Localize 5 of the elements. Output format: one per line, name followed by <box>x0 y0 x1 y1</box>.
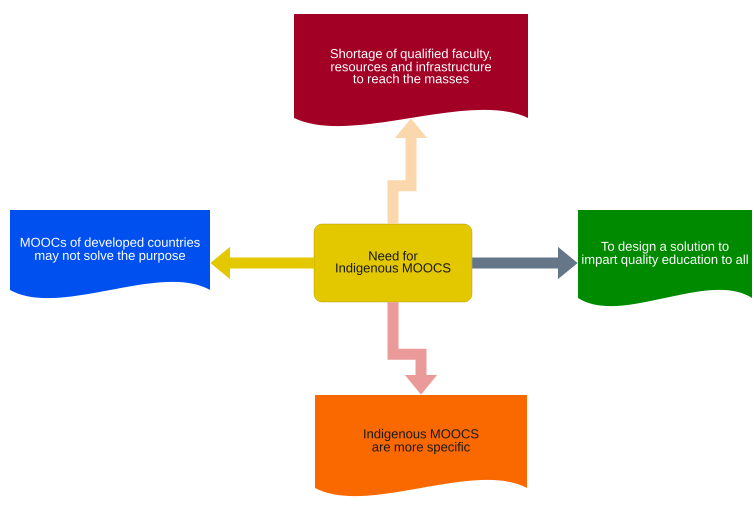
document-box: MOOCs of developed countries may not solve the purpose <box>10 210 210 298</box>
document-box: Indigenous MOOCS are more specific <box>315 395 527 496</box>
process-box: Need for Indigenous MOOCS <box>314 224 472 302</box>
document-box: Shortage of qualified faculty, resources and infrastructure to reach the masses <box>294 14 528 126</box>
document-box: To design a solution to impart quality education to all <box>578 210 752 306</box>
